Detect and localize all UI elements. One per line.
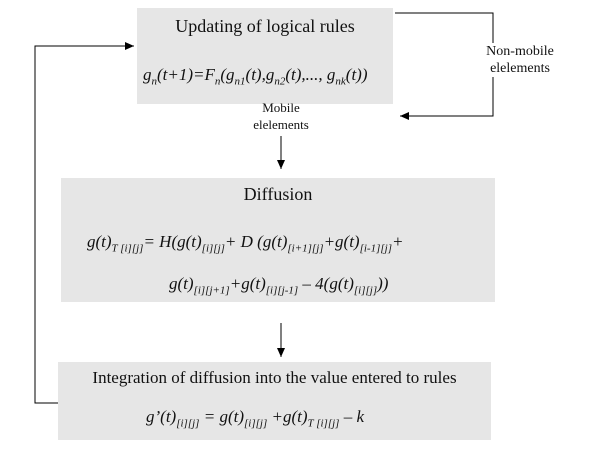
update-rules-equation: gn(t+1)=Fn(gn1(t),gn2(t),..., gnk(t)) (143, 65, 368, 88)
integration-box: Integration of diffusion into the value … (58, 362, 491, 440)
mobile-label: Mobile elelements (253, 100, 309, 132)
diffusion-box: Diffusion g(t)T [i][j]= H(g(t)[i][j]+ D … (61, 178, 495, 302)
integration-feedback-arrow (34, 42, 134, 404)
diffusion-equation-line2: g(t)[i][j+1]+g(t)[i][j-1] – 4(g(t)[i][j]… (169, 274, 389, 297)
integration-equation: g’(t)[i][j] = g(t)[i][j] +g(t)T [i][j] –… (146, 407, 364, 430)
update-rules-box: Updating of logical rules gn(t+1)=Fn(gn1… (137, 8, 393, 104)
non-mobile-label: Non-mobile elelements (460, 43, 580, 77)
update-rules-title: Updating of logical rules (175, 16, 355, 36)
integration-title: Integration of diffusion into the value … (92, 368, 457, 387)
diffusion-title: Diffusion (243, 184, 313, 204)
diffusion-equation-line1: g(t)T [i][j]= H(g(t)[i][j]+ D (g(t)[i+1]… (87, 232, 404, 255)
